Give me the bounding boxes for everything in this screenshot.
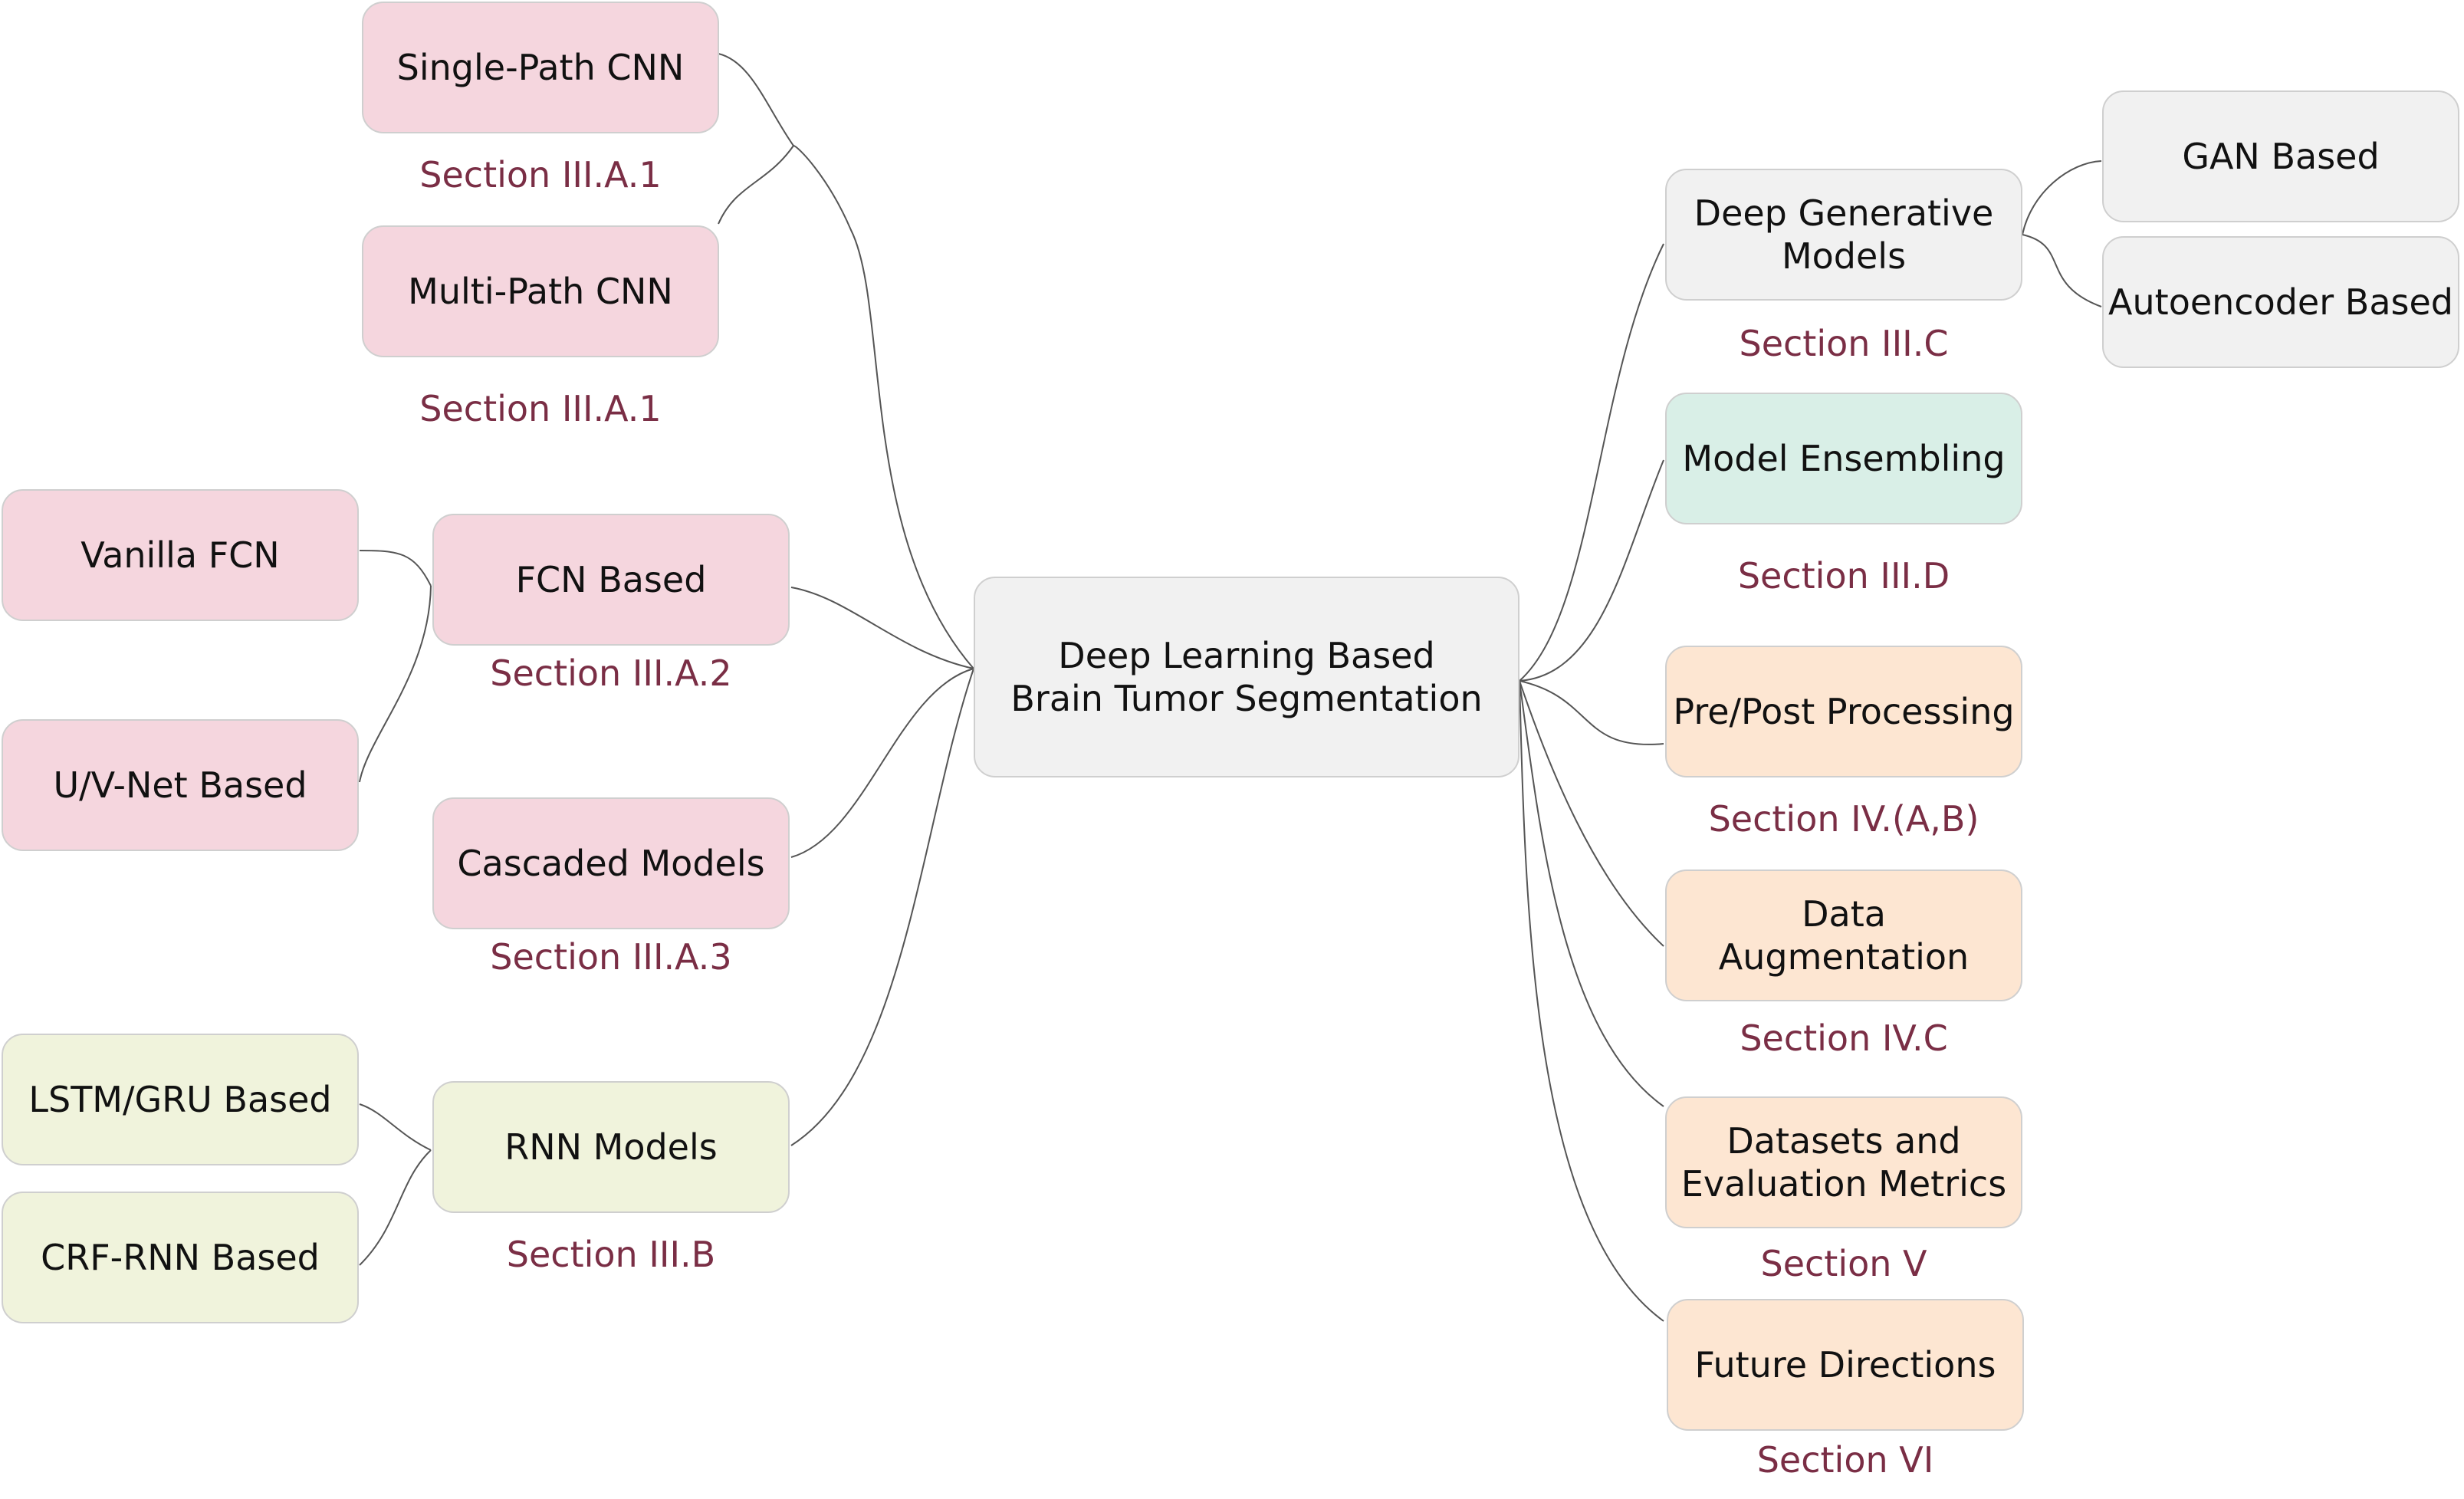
link-center-prepost	[1519, 680, 1664, 745]
cascaded-section-label: Section III.A.3	[490, 936, 732, 978]
deep-generative-node: Deep Generative Models	[1665, 169, 2022, 301]
fcn-section-label: Section III.A.2	[490, 653, 732, 694]
data-augmentation-node: Data Augmentation	[1665, 869, 2022, 1001]
datasets-metrics-node: Datasets and Evaluation Metrics	[1665, 1096, 2022, 1228]
link-center-augmentation	[1519, 680, 1664, 947]
link-fcn-vanilla	[359, 550, 432, 587]
link-center-single-path	[793, 145, 974, 669]
fcn-based-node: FCN Based	[432, 514, 790, 646]
vanilla-fcn-node: Vanilla FCN	[2, 489, 359, 621]
augmentation-section-label: Section IV.C	[1740, 1017, 1948, 1059]
uv-net-node: U/V-Net Based	[2, 719, 359, 851]
link-rnn-lstm	[359, 1103, 432, 1151]
gan-based-node: GAN Based	[2102, 90, 2459, 222]
future-directions-node: Future Directions	[1667, 1299, 2024, 1431]
lstm-gru-node: LSTM/GRU Based	[2, 1034, 359, 1165]
multi-path-cnn-node: Multi-Path CNN	[362, 225, 719, 357]
cascaded-models-node: Cascaded Models	[432, 797, 790, 929]
link-center-cascaded	[790, 668, 974, 858]
prepost-section-label: Section IV.(A,B)	[1708, 798, 1979, 840]
link-rnn-crf	[359, 1149, 432, 1266]
single-path-section-label: Section III.A.1	[419, 154, 662, 196]
link-center-rnn	[790, 668, 974, 1146]
ensembling-section-label: Section III.D	[1737, 555, 1950, 597]
single-path-cnn-node: Single-Path CNN	[362, 2, 719, 133]
crf-rnn-node: CRF-RNN Based	[2, 1192, 359, 1323]
rnn-models-node: RNN Models	[432, 1081, 790, 1213]
link-single-path	[718, 53, 794, 146]
link-center-generative	[1519, 243, 1664, 682]
link-center-datasets	[1519, 680, 1664, 1107]
prepost-processing-node: Pre/Post Processing	[1665, 646, 2022, 777]
generative-section-label: Section III.C	[1739, 323, 1949, 364]
link-multi-path	[718, 145, 794, 225]
link-generative-gan	[2022, 160, 2102, 235]
future-section-label: Section VI	[1756, 1439, 1934, 1481]
link-generative-autoencoder	[2022, 234, 2102, 307]
link-center-future	[1519, 680, 1664, 1322]
link-center-ensembling	[1519, 459, 1664, 682]
center-node: Deep Learning Based Brain Tumor Segmenta…	[974, 577, 1519, 777]
datasets-section-label: Section V	[1760, 1243, 1927, 1284]
model-ensembling-node: Model Ensembling	[1665, 393, 2022, 524]
multi-path-section-label: Section III.A.1	[419, 388, 662, 429]
rnn-section-label: Section III.B	[506, 1234, 716, 1275]
autoencoder-based-node: Autoencoder Based	[2102, 236, 2459, 368]
link-fcn-uvnet	[359, 585, 432, 783]
link-center-fcn	[790, 587, 974, 669]
